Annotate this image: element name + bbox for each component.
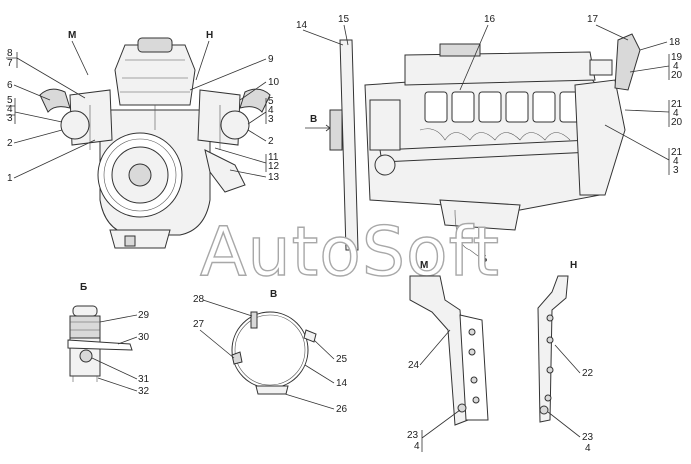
callout-5: 5 xyxy=(7,95,13,106)
callout-26: 26 xyxy=(336,404,348,415)
front-view-labels: М Н 8 7 6 5 4 3 2 1 9 10 5 4 3 2 11 12 1… xyxy=(6,30,280,184)
callout-4-m: 4 xyxy=(414,441,420,452)
callout-14: 14 xyxy=(296,20,308,31)
callout-27: 27 xyxy=(193,319,205,330)
callout-9: 9 xyxy=(268,54,274,65)
callout-31: 31 xyxy=(138,374,150,385)
callout-6: 6 xyxy=(7,80,13,91)
detail-m: М 24 23 4 xyxy=(407,260,489,452)
callout-2-right: 2 xyxy=(268,136,274,147)
callout-25: 25 xyxy=(336,354,348,365)
callout-8: 8 xyxy=(7,48,13,59)
callout-20-a: 20 xyxy=(671,70,683,81)
callout-4-side-b: 4 xyxy=(673,108,679,119)
detail-v-title: В xyxy=(270,289,277,300)
callout-32: 32 xyxy=(138,386,150,397)
callout-14-detail: 14 xyxy=(336,378,348,389)
callout-3-right: 3 xyxy=(268,114,274,125)
callout-3-side: 3 xyxy=(673,165,679,176)
callout-12: 12 xyxy=(268,161,280,172)
detail-h-title: Н xyxy=(570,260,577,271)
view-label-m: М xyxy=(68,30,76,41)
callout-20-b: 20 xyxy=(671,117,683,128)
callout-3: 3 xyxy=(7,113,13,124)
callout-10: 10 xyxy=(268,77,280,88)
callout-30: 30 xyxy=(138,332,150,343)
callout-7: 7 xyxy=(7,58,13,69)
detail-v: В 28 27 25 14 26 xyxy=(193,289,348,415)
callout-4-h: 4 xyxy=(585,443,591,454)
view-arrow-label: В xyxy=(310,114,317,125)
detail-h: Н 22 23 4 xyxy=(537,260,594,454)
callout-1: 1 xyxy=(7,173,13,184)
callout-29: 29 xyxy=(138,310,150,321)
watermark-text: AutoSoft xyxy=(200,213,500,292)
callout-16: 16 xyxy=(484,14,496,25)
callout-15: 15 xyxy=(338,14,350,25)
callout-28: 28 xyxy=(193,294,205,305)
detail-b-reference: Б xyxy=(480,254,487,265)
callout-13: 13 xyxy=(268,172,280,183)
callout-5-right: 5 xyxy=(268,96,274,107)
detail-m-title: М xyxy=(420,260,428,271)
detail-b: Б 29 30 31 32 xyxy=(67,282,150,397)
callout-21-a: 21 xyxy=(671,99,683,110)
front-view-engine xyxy=(39,37,271,249)
cylinder-heads xyxy=(424,91,583,123)
side-view-engine xyxy=(329,33,641,257)
callout-4: 4 xyxy=(7,104,13,115)
callout-18: 18 xyxy=(669,37,681,48)
side-view-labels: 14 15 16 17 В 18 19 4 20 21 4 20 21 4 3 … xyxy=(296,14,683,265)
callout-24: 24 xyxy=(408,360,420,371)
callout-4-side-c: 4 xyxy=(673,156,679,167)
callout-17: 17 xyxy=(587,14,599,25)
callout-21-b: 21 xyxy=(671,147,683,158)
callout-4-side-a: 4 xyxy=(673,61,679,72)
callout-11: 11 xyxy=(268,152,279,163)
callout-19: 19 xyxy=(671,52,683,63)
callout-4-right: 4 xyxy=(268,105,274,116)
callout-23-h: 23 xyxy=(582,432,594,443)
callout-22: 22 xyxy=(582,368,594,379)
callout-2: 2 xyxy=(7,138,13,149)
callout-23-m: 23 xyxy=(407,430,419,441)
detail-b-title: Б xyxy=(80,282,87,293)
view-label-h: Н xyxy=(206,30,213,41)
